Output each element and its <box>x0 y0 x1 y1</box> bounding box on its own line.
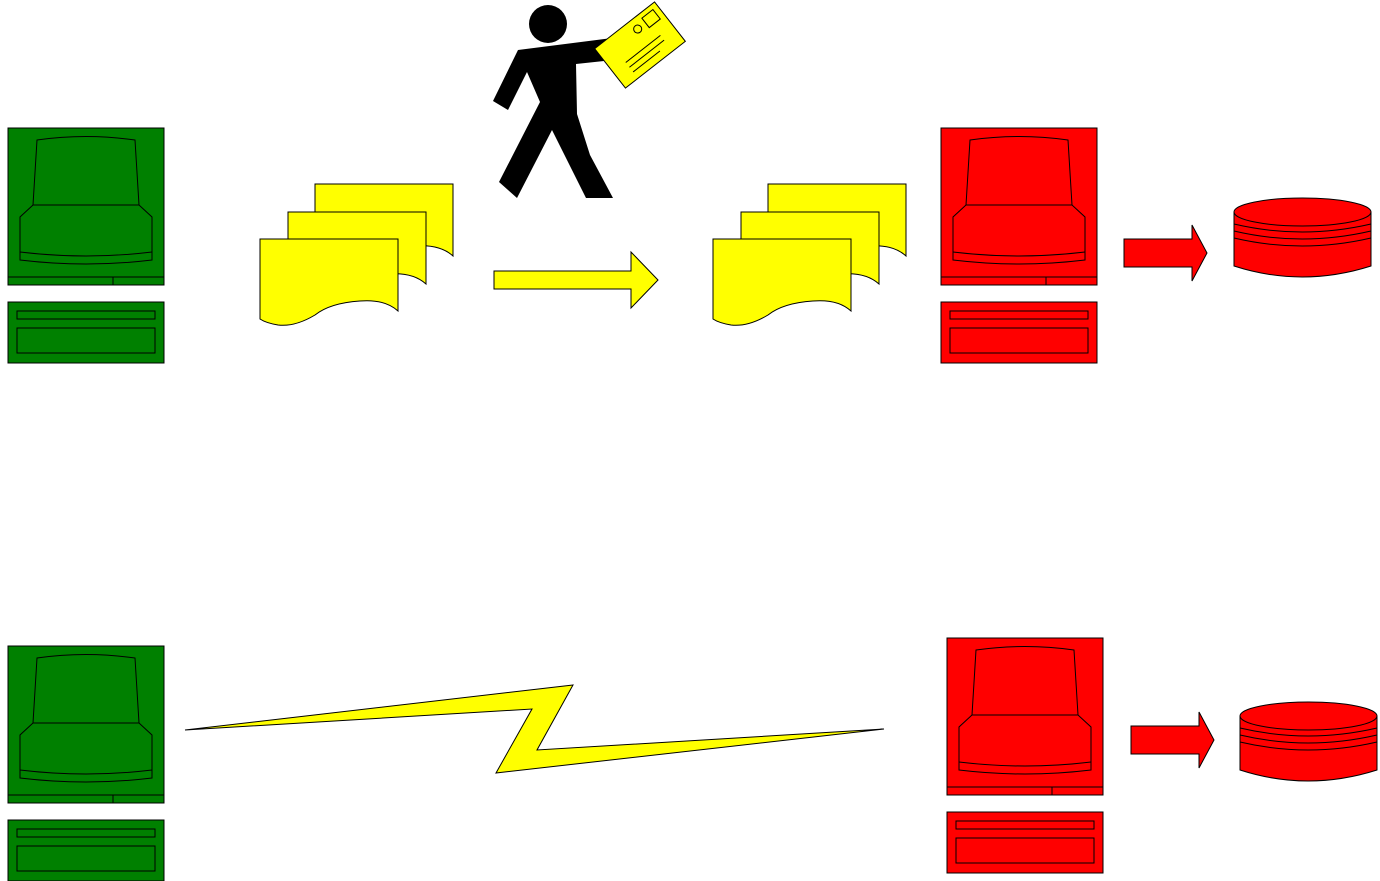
right-arrow-icon <box>1124 225 1207 281</box>
envelope-icon <box>595 2 686 88</box>
monitor-bezel <box>20 205 152 264</box>
keyboard-keys <box>17 846 155 871</box>
lightning-bolt-icon <box>185 685 884 773</box>
right-arrow-icon <box>494 252 658 308</box>
courier-head <box>529 5 567 43</box>
database-icon <box>1240 702 1377 781</box>
monitor-screen <box>972 647 1078 716</box>
keyboard-keys <box>956 838 1094 863</box>
monitor-bezel <box>20 723 152 782</box>
monitor-screen <box>966 137 1072 206</box>
destination-computer-icon <box>947 638 1103 873</box>
destination-computer-icon <box>941 128 1097 363</box>
monitor-screen <box>33 137 139 206</box>
envelope-body <box>595 2 686 88</box>
keyboard-row <box>950 311 1088 319</box>
monitor-bezel <box>953 205 1085 264</box>
bottom-row <box>8 638 1377 881</box>
keyboard-row <box>956 821 1094 829</box>
right-arrow-icon <box>1131 712 1214 768</box>
top-row <box>8 2 1371 363</box>
document-page-front <box>713 239 851 325</box>
document-stack-icon <box>713 184 906 325</box>
document-page-front <box>260 239 398 325</box>
database-icon <box>1234 198 1371 277</box>
document-stack-icon <box>260 184 453 325</box>
person-carrying-envelope-icon <box>493 2 685 198</box>
source-computer-icon <box>8 646 164 881</box>
monitor-screen <box>33 655 139 724</box>
keyboard-row <box>17 311 155 319</box>
database-top <box>1240 702 1377 730</box>
monitor-bezel <box>959 715 1091 774</box>
keyboard-row <box>17 829 155 837</box>
database-top <box>1234 198 1371 226</box>
keyboard-keys <box>950 328 1088 353</box>
source-computer-icon <box>8 128 164 363</box>
keyboard-keys <box>17 328 155 353</box>
